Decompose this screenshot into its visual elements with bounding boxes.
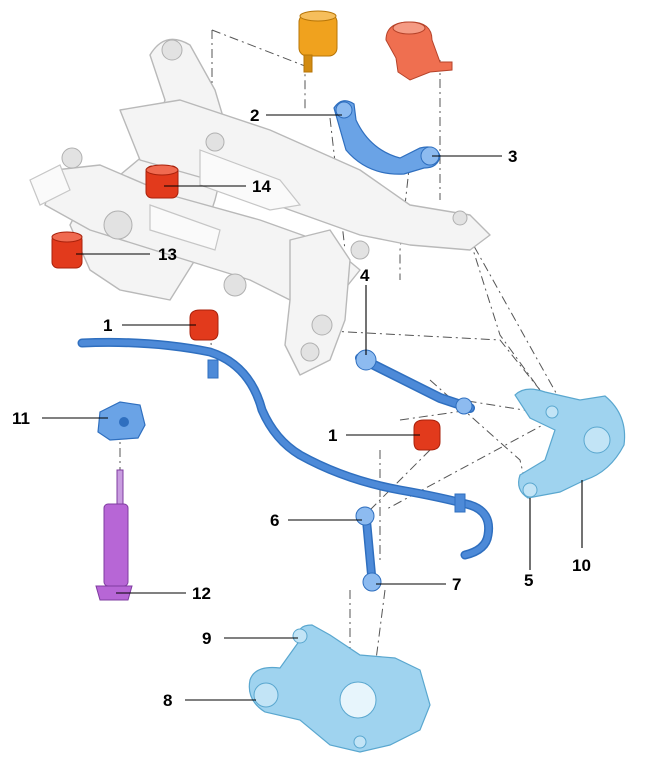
bushing-14 [145, 164, 179, 199]
callout-13: 13 [158, 245, 177, 264]
callout-1-lower: 1 [328, 426, 337, 445]
callouts: 1 1 2 3 4 5 6 7 8 9 10 11 12 13 14 [12, 106, 591, 710]
callout-7: 7 [452, 575, 461, 594]
mount-bushing-orange [298, 10, 338, 73]
callout-3: 3 [508, 147, 517, 166]
callout-1-upper: 1 [103, 316, 112, 335]
bushing-13 [51, 231, 83, 269]
rear-subframe [29, 38, 491, 376]
stabilizer-bar [77, 337, 494, 560]
lower-link-4 [355, 349, 475, 415]
wheel-carrier-lower [248, 624, 431, 753]
shock-upper-mount [97, 401, 146, 441]
callout-2: 2 [250, 106, 259, 125]
callout-9: 9 [202, 629, 211, 648]
wheel-carrier-upper [514, 388, 626, 499]
upper-control-arm [333, 100, 441, 175]
callout-14: 14 [252, 177, 271, 196]
callout-6: 6 [270, 511, 279, 530]
callout-5: 5 [524, 571, 533, 590]
callout-11: 11 [12, 409, 30, 428]
callout-10: 10 [572, 556, 591, 575]
stabilizer-bushing-upper [189, 309, 219, 341]
callout-8: 8 [163, 691, 172, 710]
mount-bracket-salmon [385, 21, 453, 81]
callout-4: 4 [360, 266, 370, 285]
stabilizer-bushing-lower [413, 419, 441, 451]
leader-lines [42, 114, 583, 701]
shock-absorber [95, 469, 133, 601]
callout-12: 12 [192, 584, 211, 603]
